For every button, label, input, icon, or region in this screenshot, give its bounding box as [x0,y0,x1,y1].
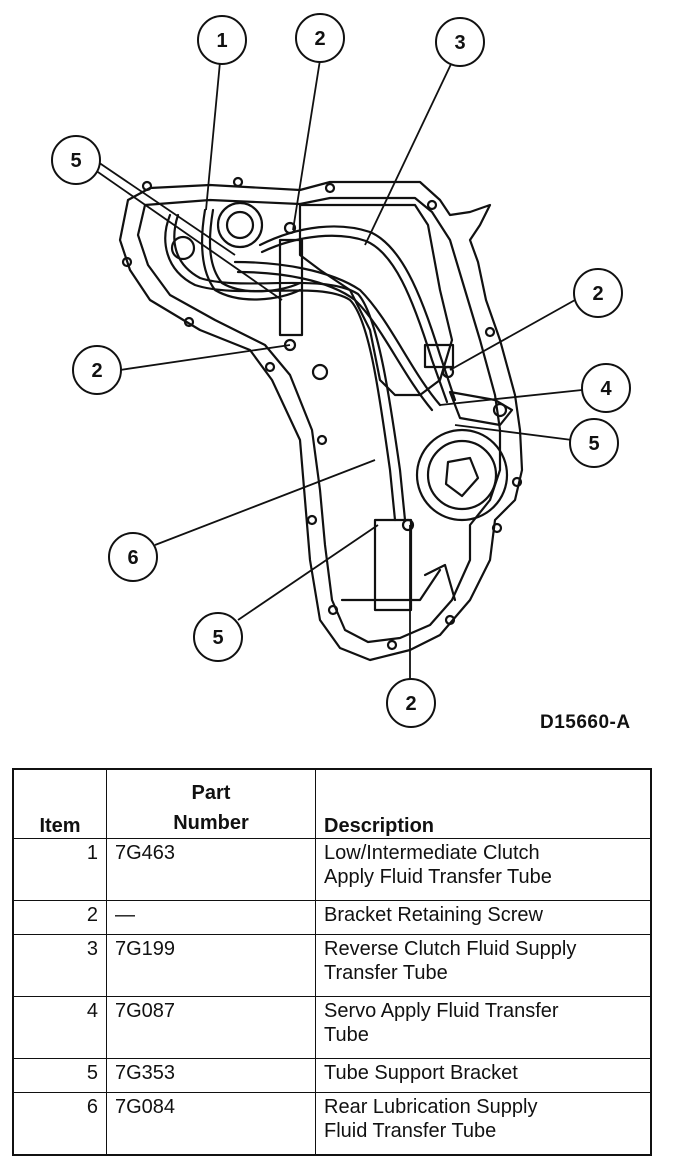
callout-circle [573,268,623,318]
tube-3 [258,225,457,402]
table-row: 2 — Bracket Retaining Screw [12,899,652,936]
item-cell: 2 [12,899,107,936]
desc-line2: Apply Fluid Transfer Tube [324,866,552,888]
parts-table: Item Part Number Description 1 7G463 Low… [12,768,652,1156]
desc-line1: Low/Intermediate Clutch [324,842,540,864]
callout-label: 2 [91,360,102,382]
callout-label: 5 [70,150,81,172]
desc-line1: Rear Lubrication Supply [324,1096,538,1119]
callout-label: 2 [405,693,416,715]
table-row: 5 7G353 Tube Support Bracket [12,1057,652,1094]
header-description: Description [315,768,652,839]
callout-label: 1 [216,30,227,52]
desc-line1: Bracket Retaining Screw [324,903,543,926]
desc-line2: Transfer Tube [324,962,448,985]
callout-label: 2 [314,28,325,50]
callout-label: 5 [588,433,599,455]
header-item: Item [12,768,107,839]
description-cell: Tube Support Bracket [315,1057,652,1094]
part-cell: 7G084 [106,1092,316,1156]
part-cell: 7G087 [106,995,316,1059]
desc-line1: Servo Apply Fluid Transfer [324,999,559,1022]
callout-circle [569,418,619,468]
tube-4 [233,260,442,407]
lower-bore [415,428,509,522]
transmission-case-diagram: 1 2 3 5 2 2 4 5 6 5 2 [51,13,631,728]
desc-line1: Tube Support Bracket [324,1061,518,1084]
callout-circle [435,17,485,67]
table-header-row: Item Part Number Description [12,768,652,839]
part-cell: 7G353 [106,1057,316,1094]
callout-label: 3 [454,32,465,54]
item-cell: 1 [12,838,107,901]
part-cell: 7G199 [106,934,316,997]
callout-label: 5 [212,627,223,649]
figure-code: D15660-A [540,712,631,733]
tube-support-bracket-upper [278,238,304,337]
case-inner-outline [136,196,502,644]
callout-circle [386,678,436,728]
item-cell: 5 [12,1057,107,1094]
tube-support-bracket-lower [373,518,413,612]
callout-label: 6 [127,547,138,569]
callout-circle [72,345,122,395]
header-part-line1: Part [191,782,231,804]
item-cell: 6 [12,1092,107,1156]
callout-circle [108,532,158,582]
item-cell: 3 [12,934,107,997]
callout-circle [581,363,631,413]
case-outline [118,180,524,662]
callout-circle [197,15,247,65]
header-part-number: Part Number [106,768,316,839]
callout-label: 4 [600,378,612,400]
desc-line2: Fluid Transfer Tube [324,1120,497,1143]
header-part-line2: Number [173,812,249,834]
description-cell: Bracket Retaining Screw [315,899,652,936]
desc-line2: Tube [324,1023,369,1046]
callout-label: 2 [592,283,603,305]
tube-6 [164,213,397,522]
part-cell: — [106,899,316,936]
callout-circle [51,135,101,185]
callout-circle [193,612,243,662]
item-cell: 4 [12,995,107,1059]
callout-circle [295,13,345,63]
desc-line1: Reverse Clutch Fluid Supply [324,938,577,961]
upper-bore [216,201,264,249]
part-cell: 7G463 [106,838,316,901]
